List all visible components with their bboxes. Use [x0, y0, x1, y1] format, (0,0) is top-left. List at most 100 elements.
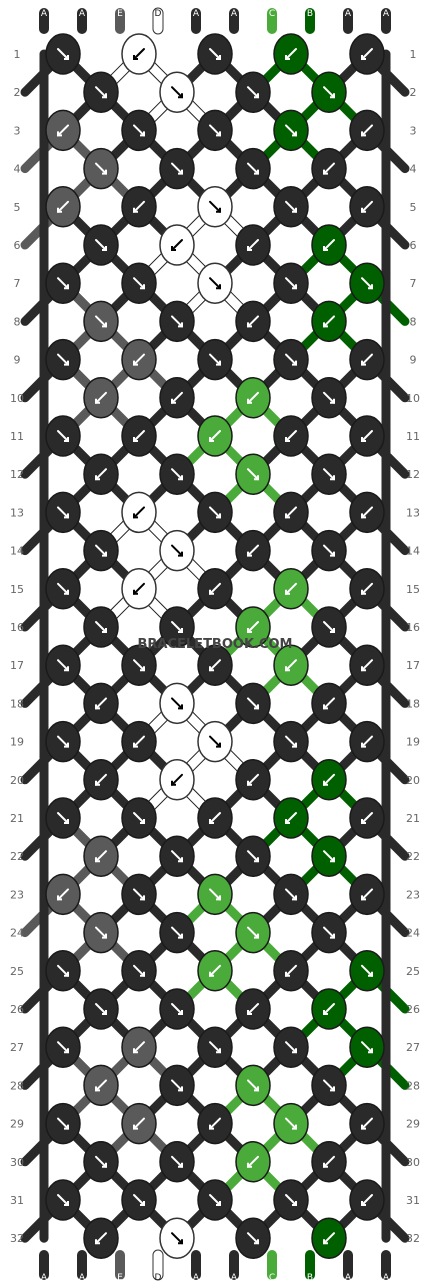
- bottom-string-9: [343, 1250, 353, 1280]
- row-number-right: 21: [406, 812, 420, 825]
- knot-arrowhead-icon: [64, 437, 69, 442]
- knot-arrow-icon: [57, 200, 69, 213]
- knot-arrow-icon: [133, 506, 145, 519]
- knot-arrowhead-icon: [285, 55, 290, 60]
- knot-arrowhead-icon: [140, 131, 145, 137]
- knot-arrowhead-icon: [216, 742, 221, 748]
- row-number-left: 1: [14, 48, 21, 61]
- knot-arrow-icon: [95, 1003, 107, 1015]
- knot-arrow-icon: [247, 391, 259, 404]
- knot-arrow-icon: [57, 277, 69, 290]
- knot-arrow-icon: [171, 1232, 183, 1245]
- knot-arrowhead-icon: [133, 437, 138, 442]
- knot-arrow-icon: [209, 888, 221, 901]
- row-number-right: 10: [406, 392, 420, 405]
- knot-arrowhead-icon: [178, 551, 183, 557]
- top-string-letter: C: [269, 9, 275, 19]
- knot-arrowhead-icon: [178, 93, 183, 99]
- knot-arrowhead-icon: [102, 169, 107, 175]
- knot-arrow-icon: [247, 773, 259, 786]
- knot-arrowhead-icon: [361, 742, 366, 748]
- row-number-right: 1: [410, 48, 417, 61]
- knot-arrowhead-icon: [292, 284, 297, 290]
- knot-arrowhead-icon: [140, 666, 145, 672]
- knot-arrow-icon: [323, 544, 335, 557]
- row-number-left: 32: [10, 1232, 24, 1245]
- knot-arrowhead-icon: [285, 971, 290, 977]
- knot-arrowhead-icon: [216, 284, 221, 290]
- knot-arrow-icon: [361, 1194, 373, 1206]
- knot-arrowhead-icon: [64, 513, 69, 519]
- row-number-left: 7: [14, 277, 21, 290]
- knot-arrow-icon: [323, 926, 335, 939]
- top-string-3: [115, 8, 125, 34]
- knot-arrow-icon: [323, 1232, 335, 1245]
- knot-arrow-icon: [57, 353, 69, 366]
- row-number-left: 23: [10, 888, 24, 901]
- bottom-string-letter: B: [307, 1273, 313, 1283]
- row-number-right: 19: [406, 736, 420, 749]
- bottom-string-3: [115, 1250, 125, 1280]
- knot-arrow-icon: [285, 812, 297, 824]
- knot-arrowhead-icon: [285, 819, 290, 824]
- knot-arrowhead-icon: [140, 971, 145, 977]
- knot-arrowhead-icon: [323, 780, 328, 786]
- row-number-left: 15: [10, 583, 24, 596]
- knot-arrow-icon: [323, 1003, 335, 1015]
- knot-arrowhead-icon: [247, 551, 252, 557]
- knot-arrow-icon: [95, 773, 107, 786]
- bottom-string-letter: A: [383, 1273, 390, 1283]
- knot-arrow-icon: [285, 582, 297, 595]
- knot-arrowhead-icon: [247, 780, 252, 786]
- row-number-left: 10: [10, 392, 24, 405]
- knot-arrowhead-icon: [285, 513, 290, 519]
- knot-arrow-icon: [133, 124, 145, 137]
- knot-arrowhead-icon: [361, 360, 366, 366]
- knot-arrow-icon: [133, 430, 145, 442]
- knot-arrowhead-icon: [209, 819, 214, 824]
- knot-arrow-icon: [323, 850, 335, 863]
- knot-arrowhead-icon: [178, 1162, 183, 1168]
- bottom-string-6: [229, 1250, 239, 1280]
- knot-arrow-icon: [285, 353, 297, 366]
- knot-arrowhead-icon: [64, 1124, 69, 1130]
- row-number-left: 5: [14, 201, 21, 214]
- knot-arrow-icon: [285, 506, 297, 519]
- row-number-left: 2: [14, 86, 21, 99]
- knot-arrow-icon: [133, 735, 145, 748]
- row-number-right: 9: [410, 354, 417, 367]
- knot-arrow-icon: [57, 964, 69, 977]
- knot-arrow-icon: [171, 1155, 183, 1168]
- knot-arrowhead-icon: [133, 1124, 138, 1130]
- knot-arrow-icon: [95, 162, 107, 175]
- knot-arrow-icon: [285, 964, 297, 977]
- knot-arrow-icon: [247, 1079, 259, 1092]
- knot-arrowhead-icon: [254, 1086, 259, 1092]
- row-number-left: 30: [10, 1156, 24, 1169]
- top-string-1: [39, 8, 49, 34]
- row-number-right: 15: [406, 583, 420, 596]
- row-number-left: 9: [14, 354, 21, 367]
- row-number-left: 14: [10, 545, 24, 558]
- row-number-right: 26: [406, 1003, 420, 1016]
- knot-arrowhead-icon: [323, 246, 328, 251]
- knot-arrowhead-icon: [330, 475, 335, 481]
- knot-arrowhead-icon: [361, 55, 366, 60]
- knot-arrow-icon: [247, 1003, 259, 1015]
- knot-arrow-icon: [247, 315, 259, 328]
- knot-arrow-icon: [95, 850, 107, 863]
- top-string-10: [381, 8, 391, 34]
- knot-arrow-icon: [209, 964, 221, 977]
- knot-arrow-icon: [247, 1232, 259, 1245]
- row-number-right: 22: [406, 850, 420, 863]
- knot-arrow-icon: [209, 1194, 221, 1206]
- knot-arrow-icon: [133, 1041, 145, 1054]
- knot-arrow-icon: [247, 697, 259, 710]
- knot-arrow-icon: [95, 1155, 107, 1168]
- knot-arrowhead-icon: [178, 704, 183, 710]
- row-number-right: 20: [406, 774, 420, 787]
- knot-arrowhead-icon: [178, 628, 183, 633]
- bottom-string-10: [381, 1250, 391, 1280]
- knot-arrow-icon: [285, 277, 297, 290]
- knot-arrowhead-icon: [361, 589, 366, 595]
